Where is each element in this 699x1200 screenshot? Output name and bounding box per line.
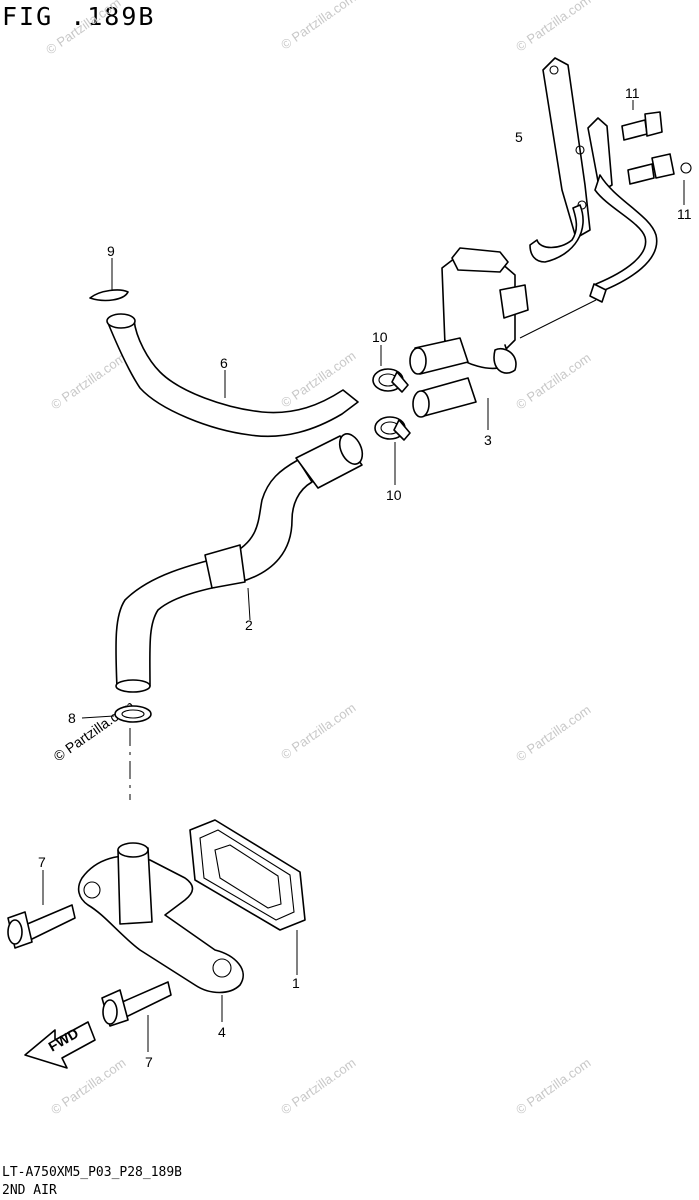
- watermark: © Partzilla.com: [43, 0, 123, 57]
- part-8-o-ring: [81, 705, 152, 800]
- callout-10-lower: 10: [386, 487, 402, 503]
- part-7-bolts: [7, 870, 172, 1052]
- callout-10-upper: 10: [372, 329, 388, 345]
- watermark: © Partzilla.com: [278, 1055, 358, 1118]
- diagram-name: 2ND AIR: [2, 1183, 57, 1198]
- figure-title: FIG .189B: [2, 2, 156, 31]
- diagram-code: LT-A750XM5_P03_P28_189B: [2, 1165, 183, 1180]
- fwd-direction-arrow: FWD: [24, 1021, 96, 1069]
- callout-7-upper: 7: [38, 854, 46, 870]
- callout-6: 6: [220, 355, 228, 371]
- part-5-pipe-bracket: [519, 57, 658, 339]
- part-3-reed-valve: [409, 247, 529, 430]
- part-9-clip: [89, 258, 129, 302]
- callout-3: 3: [484, 432, 492, 448]
- watermark: © Partzilla.com: [513, 0, 593, 54]
- watermark: © Partzilla.com: [513, 350, 593, 413]
- part-1-gasket: [189, 819, 306, 975]
- watermark: © Partzilla.com: [513, 702, 593, 765]
- callout-9: 9: [107, 243, 115, 259]
- callout-1: 1: [292, 975, 300, 991]
- callout-8: 8: [68, 710, 76, 726]
- watermark: © Partzilla.com: [278, 700, 358, 763]
- callout-4: 4: [218, 1024, 226, 1040]
- callout-11-lower: 11: [677, 206, 692, 222]
- callout-7-lower: 7: [145, 1054, 153, 1070]
- callout-2: 2: [245, 617, 253, 633]
- watermark: © Partzilla.com: [48, 350, 128, 413]
- callout-11-upper: 11: [625, 85, 640, 101]
- part-2-hose: [115, 433, 364, 693]
- watermark: © Partzilla.com: [278, 0, 358, 52]
- part-6-hose: [106, 313, 359, 438]
- callout-5: 5: [515, 129, 523, 145]
- part-4-pipe-mount: [77, 842, 244, 1022]
- watermark: © Partzilla.com: [513, 1055, 593, 1118]
- part-11-bolts: [621, 100, 692, 205]
- watermarks: © Partzilla.com © Partzilla.com © Partzi…: [43, 0, 593, 1117]
- part-callouts: 1 2 3 4 5 6 7 7 8 9 10 10 11 11: [38, 85, 692, 1070]
- part-10-clamps: [372, 345, 411, 485]
